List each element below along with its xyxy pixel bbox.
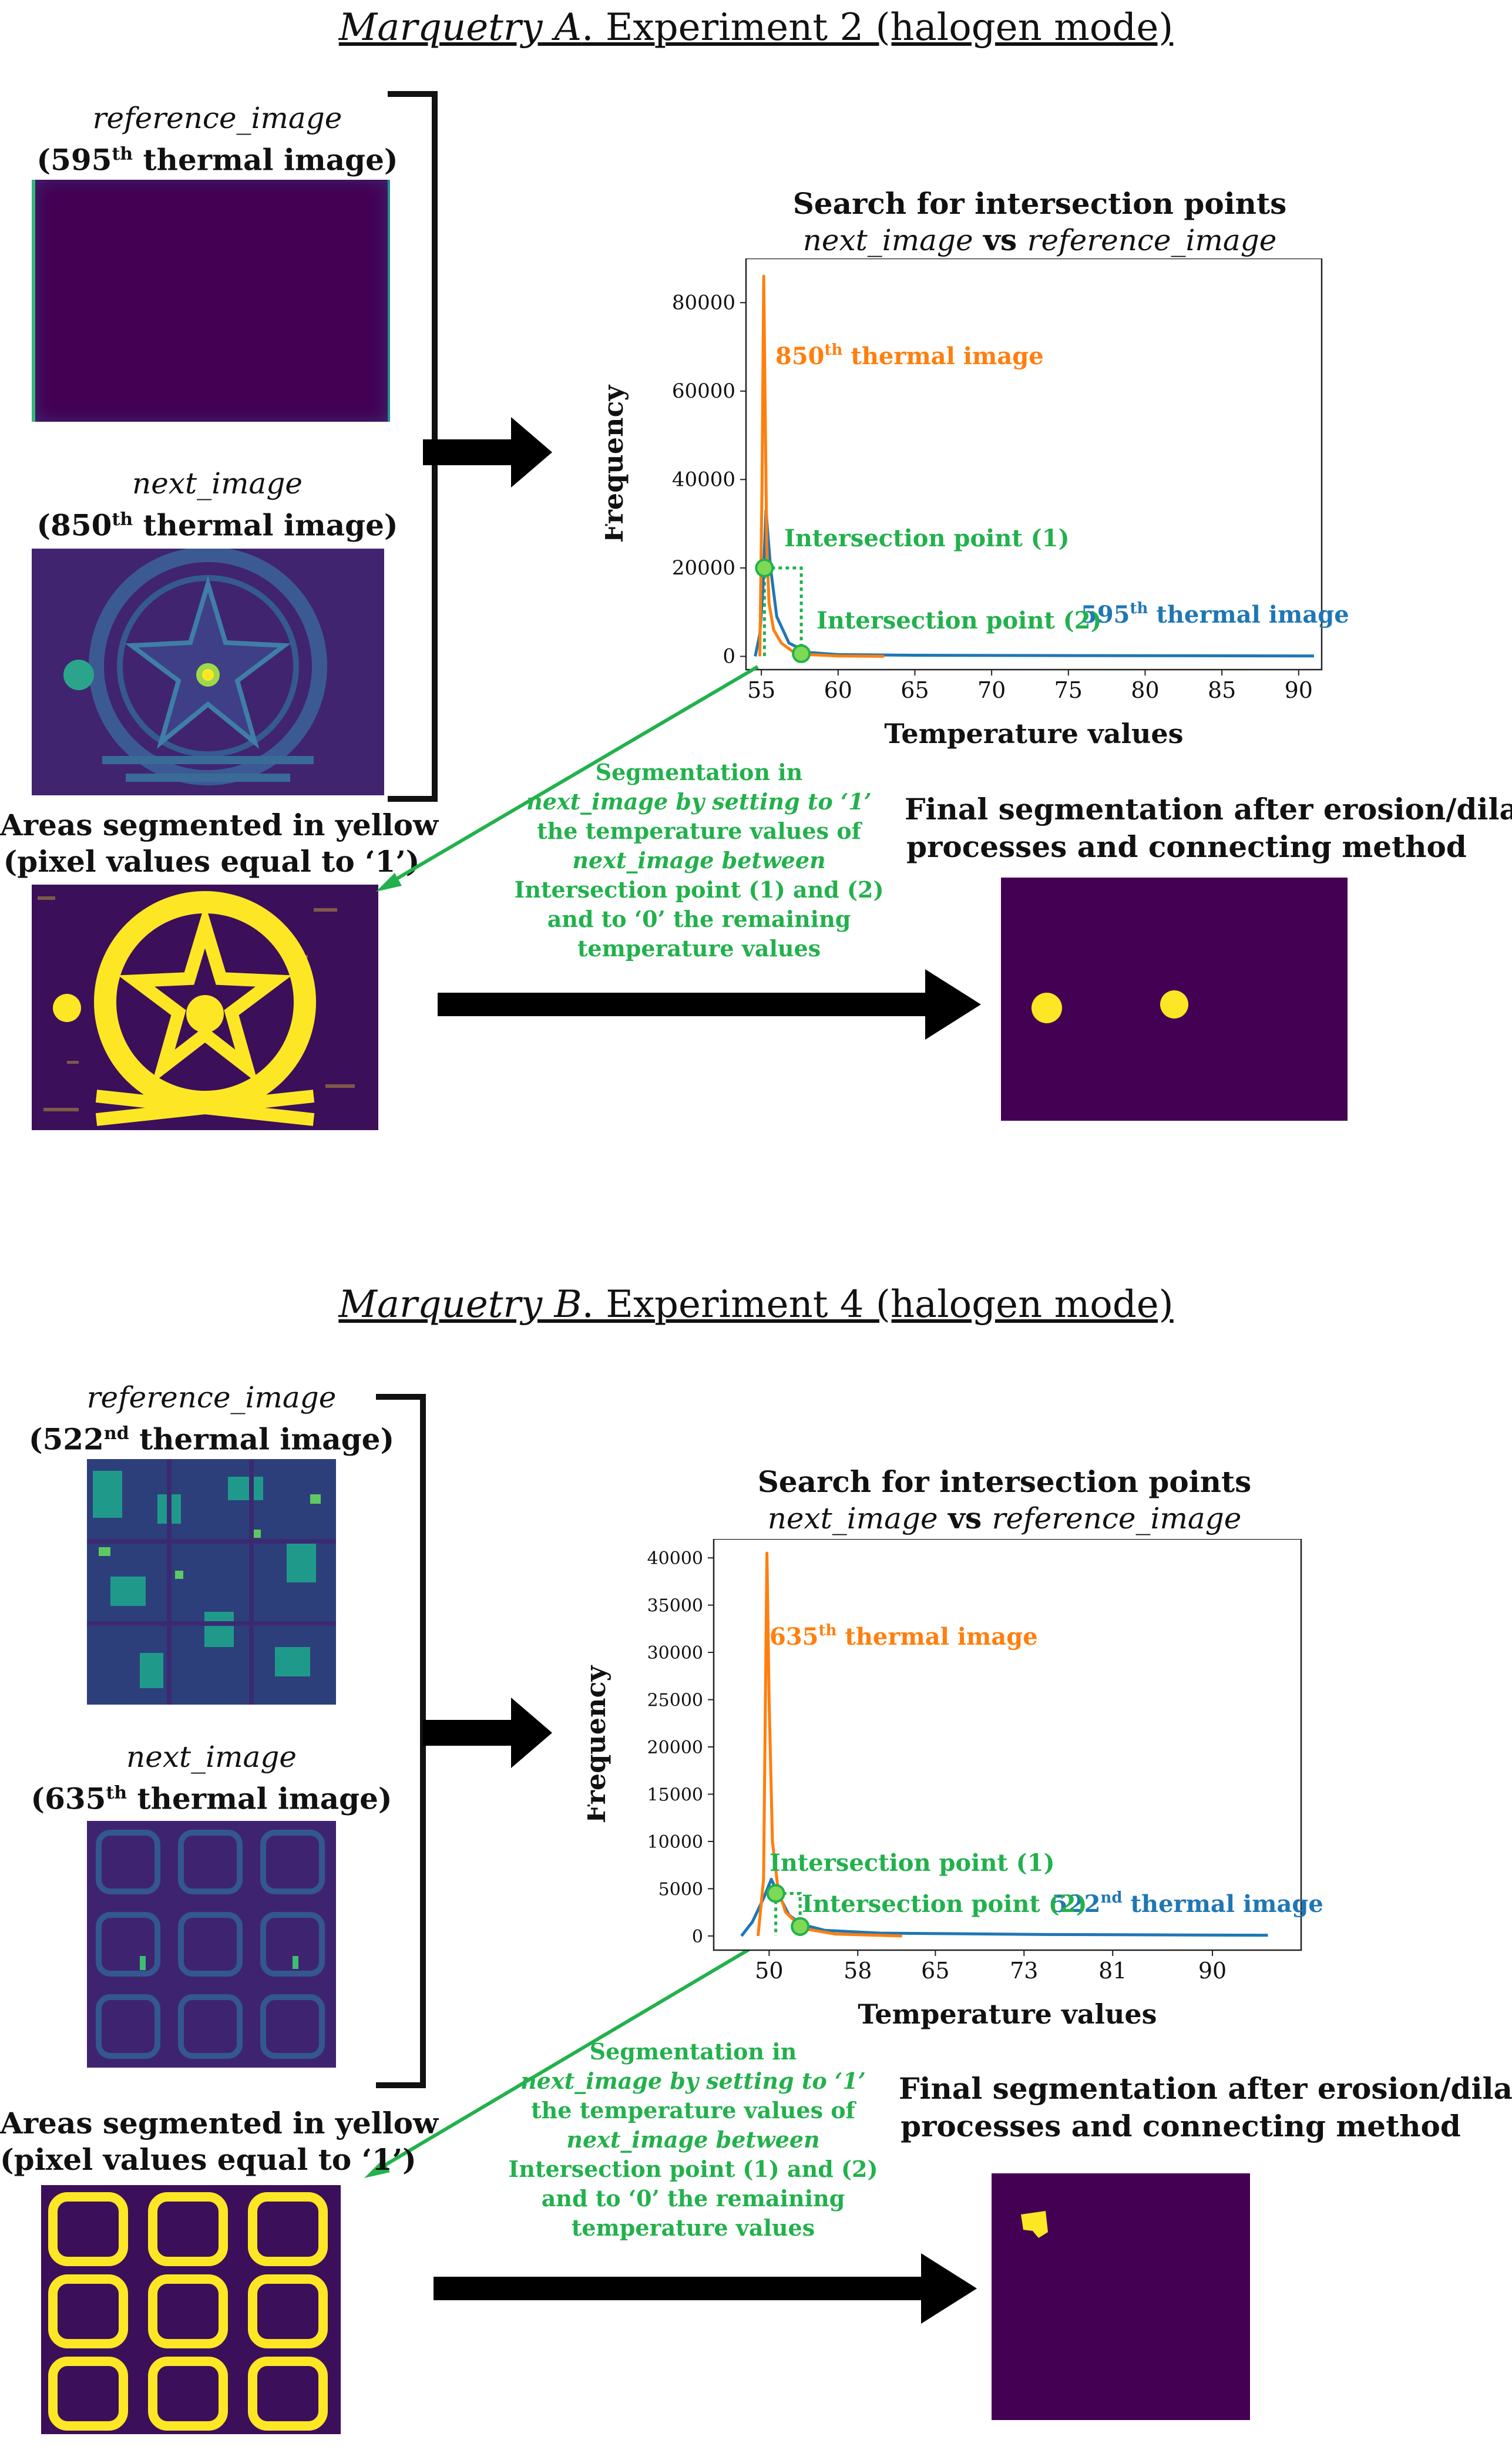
panel-b-arrow-to-final	[434, 2253, 977, 2324]
reference-label: reference_image	[92, 101, 342, 135]
panel-b-reference-caption: reference_image (522nd thermal image)	[28, 1380, 395, 1457]
panel-a-title: Marquetry A. Experiment 2 (halogen mode)	[0, 6, 1512, 49]
next-number: (850th thermal image)	[36, 508, 398, 543]
panel-b-reference-image	[87, 1459, 336, 1705]
annotation-intersection-2: Intersection point (2)	[817, 607, 1102, 634]
y-tick-label: 60000	[672, 379, 735, 403]
panel-b-chart: 0 5000 10000 15000 20000 25000 30000 35000 40000…	[587, 1539, 1323, 2030]
x-tick-label: 73	[1010, 1958, 1038, 1984]
panel-b-title-rest: . Experiment 4 (halogen mode)	[582, 1283, 1174, 1326]
annotation-next-image: 635th thermal image	[770, 1622, 1038, 1651]
plot-frame	[745, 258, 1323, 671]
annotation-next-image: 850th thermal image	[775, 341, 1044, 370]
panel-a-reference-image	[32, 180, 390, 422]
panel-a-chart: 0 20000 40000 60000 80000 55 60 65 70 75 80 85 90Tem…	[605, 258, 1349, 750]
panel-a-final-caption: Final segmentation after erosion/dilatio…	[905, 792, 1512, 864]
x-tick-label: 65	[901, 677, 929, 703]
y-tick-label: 40000	[672, 468, 735, 491]
panel-b-arrow-to-chart	[423, 1698, 552, 1768]
x-tick-label: 60	[824, 677, 852, 703]
panel-a-title-italic: Marquetry A	[338, 6, 582, 49]
panel-a-final-image	[1001, 878, 1348, 1121]
y-tick-label: 30000	[647, 1643, 703, 1663]
x-tick-label: 80	[1131, 677, 1159, 703]
panel-b-chart-title: Search for intersection points next_imag…	[757, 1464, 1252, 1535]
x-tick-label: 70	[977, 677, 1006, 703]
y-tick-label: 5000	[658, 1879, 703, 1900]
x-tick-label: 65	[921, 1958, 949, 1984]
annotation-intersection-1: Intersection point (1)	[770, 1849, 1055, 1877]
intersection-point-1	[755, 558, 774, 577]
panel-b-title-italic: Marquetry B	[338, 1283, 582, 1326]
intersection-point-2	[792, 644, 811, 663]
panel-b-next-caption: next_image (635th thermal image)	[31, 1740, 392, 1816]
panel-a-next-image	[32, 549, 384, 795]
x-tick-label: 55	[747, 677, 775, 703]
panel-b-title: Marquetry B. Experiment 4 (halogen mode)	[0, 1283, 1512, 1326]
x-tick-label: 75	[1054, 677, 1083, 703]
x-tick-label: 50	[755, 1958, 783, 1984]
y-tick-label: 40000	[647, 1548, 703, 1569]
plot-frame	[713, 1539, 1302, 1951]
y-tick-label: 80000	[672, 291, 735, 314]
y-tick-label: 0	[723, 644, 735, 668]
series-reference-image-line	[754, 509, 1314, 658]
panel-a-chart-title: Search for intersection points next_imag…	[792, 186, 1287, 257]
panel-a-segmented-caption: Areas segmented in yellow (pixel values …	[0, 808, 439, 879]
annotation-intersection-1: Intersection point (1)	[784, 525, 1070, 552]
panel-b-segmented-caption: Areas segmented in yellow (pixel values …	[0, 2106, 439, 2177]
series-next-image-line	[757, 1551, 902, 1938]
x-tick-label: 81	[1098, 1958, 1127, 1984]
y-tick-label: 10000	[647, 1832, 703, 1853]
series-next-image-line	[758, 274, 885, 658]
intersection-point-1	[766, 1884, 785, 1903]
panel-a-reference-caption: reference_image (595th thermal image)	[23, 100, 411, 179]
y-tick-label: 25000	[647, 1691, 703, 1711]
panel-a-arrow-to-chart	[423, 417, 552, 488]
y-tick-label: 20000	[647, 1738, 703, 1758]
annotation-reference-image: 522nd thermal image	[1051, 1889, 1323, 1918]
x-tick-label: 58	[844, 1958, 872, 1984]
y-tick-label: 20000	[672, 556, 735, 580]
y-tick-label: 35000	[647, 1596, 703, 1617]
panel-a-segmented-image	[32, 885, 378, 1130]
y-tick-label: 15000	[647, 1784, 703, 1805]
panel-a-segmentation-text: Segmentation in next_image by setting to…	[514, 759, 884, 962]
x-tick-label: 90	[1285, 677, 1313, 703]
panel-b-segmented-image	[41, 2185, 341, 2434]
x-tick-label: 90	[1198, 1958, 1227, 1984]
annotation-intersection-2: Intersection point (2)	[802, 1890, 1087, 1918]
panel-a-next-caption: next_image (850th thermal image)	[23, 465, 411, 544]
panel-a-title-rest: . Experiment 2 (halogen mode)	[582, 6, 1174, 49]
x-tick-label: 85	[1208, 677, 1236, 703]
y-tick-label: 0	[692, 1927, 703, 1947]
intersection-point-2	[791, 1917, 810, 1936]
x-axis-label: Temperature values	[858, 1998, 1157, 2030]
panel-b-final-image	[992, 2173, 1250, 2420]
reference-number: (595th thermal image)	[36, 142, 398, 177]
y-axis-label: Frequency	[605, 385, 629, 543]
next-label: next_image	[132, 466, 303, 500]
panel-b-final-caption: Final segmentation after erosion/dilatio…	[899, 2071, 1512, 2143]
panel-a-arrow-to-final	[438, 969, 981, 1040]
annotation-reference-image: 595th thermal image	[1081, 600, 1349, 629]
x-axis-label: Temperature values	[884, 718, 1183, 750]
y-axis-label: Frequency	[587, 1665, 611, 1824]
panel-b-segmentation-text: Segmentation in next_image by setting to…	[508, 2038, 878, 2241]
panel-b-next-image	[87, 1821, 336, 2068]
